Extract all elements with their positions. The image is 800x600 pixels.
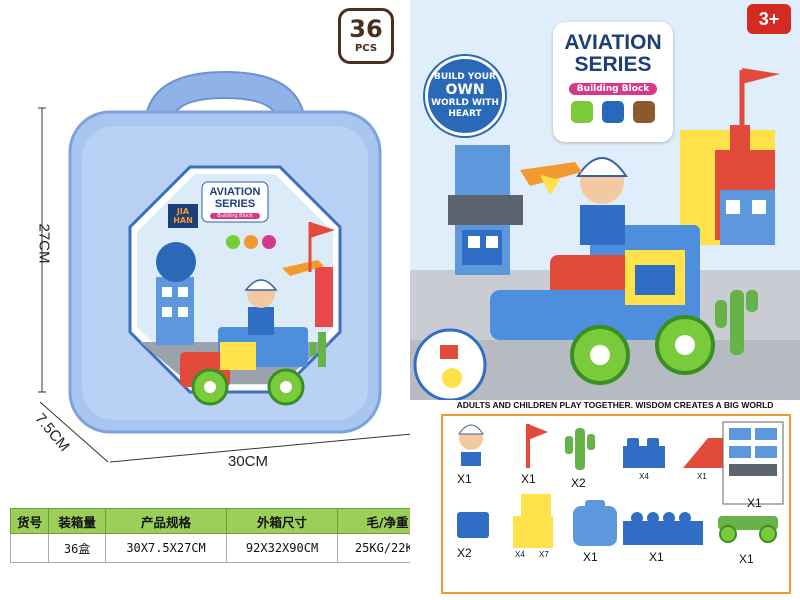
part-qty-blue-brick: X4 [639,472,649,481]
part-qty-sticker: X1 [747,496,762,510]
height-label: 27CM [35,223,53,264]
part-qty-long-brick: X1 [649,550,664,564]
header-product-size: 产品规格 [104,508,228,534]
part-qty-tall-block-blue: X7 [539,550,549,559]
skill-icons [553,101,673,127]
case-illustration [68,70,382,434]
cell-item-no [9,533,50,563]
part-qty-red-slope: X1 [697,472,707,481]
slogan-bottom: WORLD WITH HEART [431,98,499,119]
part-qty-tall-block: X4 [515,550,525,559]
block-icon [633,101,656,123]
slogan-badge: BUILD YOUR OWN WORLD WITH HEART [425,56,505,136]
case-subtitle: Building Block [210,213,260,219]
part-qty-cactus: X2 [571,476,586,490]
parts-list: X1 X1 X2 X4 X1 X1 X2 X4 X7 X1 X1 X1 [441,414,791,594]
case-brand: JIA HAN [173,207,193,225]
cell-packing: 36盒 [48,533,106,563]
product-case-image: AVIATION SERIES Building Block JIA HAN [50,62,400,442]
part-qty-figure: X1 [457,472,472,486]
pieces-badge: 36 PCS [338,8,394,64]
scene-illustration [410,68,800,402]
part-qty-wheel-base: X1 [739,552,754,566]
parts-illustrations [457,421,784,548]
brain-icon [602,101,624,123]
cell-carton-size: 92X32X90CM [226,533,338,563]
spec-table: 货号 装箱量 产品规格 外箱尺寸 毛/净重 36盒 30X7.5X27CM 92… [9,508,439,563]
tagline: ADULTS AND CHILDREN PLAY TOGETHER. WISDO… [456,400,774,410]
age-badge: 3+ [747,4,791,34]
header-item-no: 货号 [9,508,50,534]
part-qty-case: X1 [583,550,598,564]
table-row: 36盒 30X7.5X27CM 92X32X90CM 25KG/22KG [9,533,439,563]
title-line2: SERIES [574,53,652,76]
slogan-top: BUILD YOUR [434,72,496,82]
pieces-count: 36 [349,15,383,43]
pieces-unit: PCS [354,43,378,54]
width-label: 30CM [228,453,269,470]
spec-header-row: 货号 装箱量 产品规格 外箱尺寸 毛/净重 [9,508,439,534]
case-title-line2: SERIES [214,198,256,210]
title-card: AVIATION SERIES Building Block [553,22,673,142]
case-title-line1: AVIATION [209,186,261,198]
dimension-lines [38,107,413,463]
title-subtitle: Building Block [568,83,658,95]
cell-product-size: 30X7.5X27CM [104,533,228,563]
slogan-big: OWN [445,82,485,98]
header-packing: 装箱量 [48,508,106,534]
part-qty-round-block: X2 [457,546,472,560]
title-line1: AVIATION [564,31,662,54]
hand-icon [570,101,593,123]
part-qty-flag: X1 [521,472,536,486]
header-carton-size: 外箱尺寸 [226,508,338,534]
